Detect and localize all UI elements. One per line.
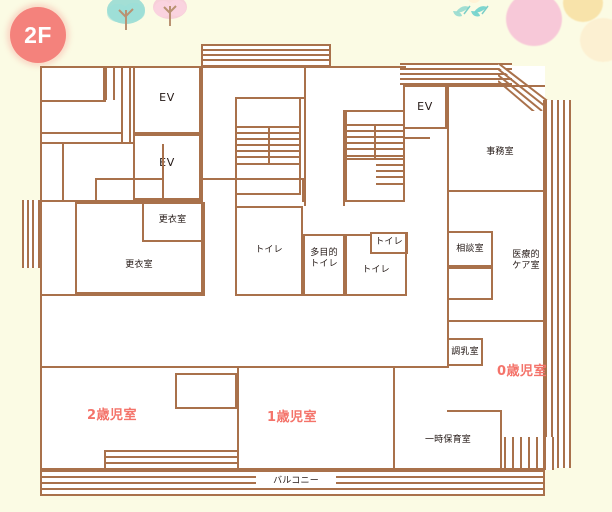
balcony-left bbox=[22, 200, 40, 268]
floor-badge: 2F bbox=[10, 7, 66, 63]
room-toilet-tiny bbox=[370, 232, 408, 254]
balcony-label: バルコニー bbox=[256, 476, 336, 487]
stair-right-mid-col bbox=[374, 124, 376, 158]
wall-hall-toilet-bottom bbox=[235, 294, 407, 296]
wall-mid-left-h bbox=[95, 178, 163, 180]
wall-building-right bbox=[543, 100, 545, 470]
room-small-top-of-age1 bbox=[175, 373, 237, 409]
stair-treads-right-lower bbox=[376, 158, 403, 190]
wall-office-inner-v bbox=[447, 129, 449, 190]
wall-building-left bbox=[40, 66, 42, 470]
wall-left-hall-v2 bbox=[62, 144, 64, 202]
wall-medical-block-top bbox=[447, 190, 545, 192]
stair-mid-wall-left bbox=[40, 100, 106, 102]
room-age1-label: 1歳児室 bbox=[266, 410, 318, 425]
room-toilet-tiny-label: トイレ bbox=[375, 237, 403, 247]
stair-right-connector bbox=[405, 137, 430, 139]
wall-ev-right bbox=[201, 66, 203, 202]
wall-temp-care-top bbox=[393, 366, 449, 368]
room-toilet-multi bbox=[303, 234, 345, 296]
wall-mid-left-v bbox=[95, 178, 97, 202]
room-locker-small-label-overlay: 更衣室 bbox=[158, 215, 187, 225]
balcony-bottom-wall-left bbox=[40, 470, 42, 496]
wall-temp-care-right bbox=[500, 410, 502, 470]
room-medical-care-label: 医療的 ケア室 bbox=[512, 250, 540, 271]
floor-badge-label: 2F bbox=[24, 21, 52, 48]
balcony-top-wall-right bbox=[329, 44, 331, 67]
wall-corridor-v bbox=[162, 144, 164, 202]
room-ev-upper-label: EV bbox=[159, 91, 175, 104]
wall-center-corridor-left bbox=[235, 97, 237, 207]
wall-building-bottom bbox=[40, 468, 545, 470]
room-ev-lower-label: EV bbox=[159, 156, 175, 169]
room-ev-right-label: EV bbox=[417, 100, 433, 113]
wall-medical-left bbox=[447, 192, 449, 322]
balcony-bottom-wall-right bbox=[543, 470, 545, 496]
wall-office-top bbox=[403, 85, 545, 87]
room-locker-small-overlay bbox=[142, 202, 203, 242]
wall-consult-lower bbox=[447, 267, 493, 269]
wall-hall-vertical-right bbox=[405, 234, 407, 296]
roof-band-top-right bbox=[400, 63, 512, 85]
stair-bottom-right bbox=[504, 437, 554, 470]
wall-corridor-h bbox=[40, 200, 202, 202]
stair-block-bottom-wall bbox=[40, 142, 195, 144]
room-temp-care-label: 一時保育室 bbox=[424, 435, 471, 445]
room-small-top-mask bbox=[177, 364, 235, 372]
wall-temp-care-step bbox=[447, 410, 502, 412]
wall-office-left bbox=[447, 85, 449, 133]
room-toilet-left-label: トイレ bbox=[255, 245, 283, 255]
wall-between-stairs bbox=[343, 110, 345, 206]
stair-left-col bbox=[103, 66, 105, 102]
room-age2-label: 2歳児室 bbox=[86, 408, 138, 423]
wall-consult-lower-bottom bbox=[447, 298, 493, 300]
room-toilet-multi-label: 多目的 トイレ bbox=[310, 248, 338, 269]
room-age0-label: 0歳児室 bbox=[496, 364, 548, 379]
wall-building-top-mid bbox=[201, 66, 406, 68]
wall-below-ev bbox=[201, 178, 304, 180]
stair-center-left-mid bbox=[268, 126, 270, 165]
stair-bottom-left-wall bbox=[104, 450, 106, 470]
wall-small-top-reopen bbox=[175, 366, 237, 368]
wall-center-top bbox=[235, 97, 305, 99]
wall-hall-vertical-left bbox=[203, 202, 205, 296]
room-office-label: 事務室 bbox=[486, 147, 514, 157]
room-milk-prep-label: 調乳室 bbox=[451, 347, 479, 357]
wall-temp-care-inner-v bbox=[447, 322, 449, 368]
balcony-top-wall-left bbox=[201, 44, 203, 67]
wall-temp-care-left bbox=[393, 366, 395, 470]
room-ev-lower bbox=[133, 134, 201, 200]
room-consult-label: 相談室 bbox=[456, 244, 484, 254]
room-locker-large-label: 更衣室 bbox=[125, 260, 153, 270]
wall-age1-left bbox=[237, 366, 239, 470]
room-consult bbox=[447, 231, 493, 267]
stair-bottom-left bbox=[104, 450, 237, 470]
wall-building-top-left bbox=[40, 66, 203, 68]
balcony-top bbox=[201, 44, 331, 67]
stairwell-center-right bbox=[345, 110, 405, 202]
balcony-right bbox=[545, 100, 571, 468]
wall-medical-bottom bbox=[447, 320, 545, 322]
room-toilet-right-label: トイレ bbox=[362, 265, 390, 275]
stair-right-landing-wall bbox=[345, 158, 376, 160]
wall-below-ev-v bbox=[302, 178, 304, 202]
wall-consult-lower-right bbox=[491, 267, 493, 300]
wall-center-corridor-right bbox=[304, 66, 306, 206]
wall-hall-upper bbox=[40, 294, 205, 296]
room-toilet-left bbox=[235, 206, 303, 296]
